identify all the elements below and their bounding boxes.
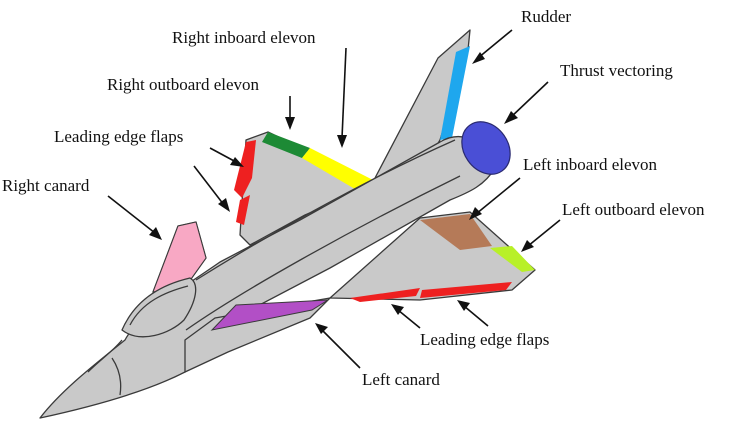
left-leading-edge-flap-inner [350, 288, 420, 302]
left-inboard-elevon-surface [420, 214, 492, 250]
label-thrust-vectoring: Thrust vectoring [560, 61, 673, 80]
rudder-surface [440, 46, 470, 140]
chine-line [185, 175, 461, 331]
label-leading-edge-flaps-bottom: Leading edge flaps [420, 330, 549, 349]
left-canard-surface [210, 299, 329, 331]
arrow-left-inboard-elevon [469, 177, 521, 220]
label-right-outboard-elevon: Right outboard elevon [107, 75, 260, 94]
cockpit-frame [87, 339, 123, 396]
spine-line [195, 139, 456, 281]
left-intake [184, 297, 331, 373]
right-outboard-elevon-surface [262, 132, 310, 158]
left-outboard-elevon-surface [490, 246, 535, 272]
arrow-thrust-vectoring [504, 81, 549, 124]
label-left-inboard-elevon: Left inboard elevon [523, 155, 658, 174]
arrow-leading-edge-flaps-bottom [391, 300, 489, 329]
arrow-left-canard [315, 323, 361, 369]
label-right-canard: Right canard [2, 176, 90, 195]
label-right-inboard-elevon: Right inboard elevon [172, 28, 316, 47]
arrow-right-outboard-elevon [285, 96, 295, 130]
canopy-frame [129, 285, 189, 326]
right-inboard-elevon-surface [302, 148, 377, 192]
label-leading-edge-flaps-top: Leading edge flaps [54, 127, 183, 146]
label-left-outboard-elevon: Left outboard elevon [562, 200, 705, 219]
canopy [121, 277, 197, 338]
arrow-leading-edge-flaps-top [193, 147, 244, 212]
label-left-canard: Left canard [362, 370, 440, 389]
left-leading-edge-flap-outer [420, 282, 512, 298]
arrow-rudder [472, 29, 513, 64]
arrow-right-canard [107, 195, 162, 240]
thrust-vectoring-nozzle [461, 121, 511, 175]
right-leading-edge-flap [234, 140, 256, 198]
label-rudder: Rudder [521, 7, 571, 26]
arrow-left-outboard-elevon [521, 219, 561, 252]
arrow-right-inboard-elevon [337, 47, 347, 148]
right-leading-edge-flap-lower [236, 195, 250, 225]
